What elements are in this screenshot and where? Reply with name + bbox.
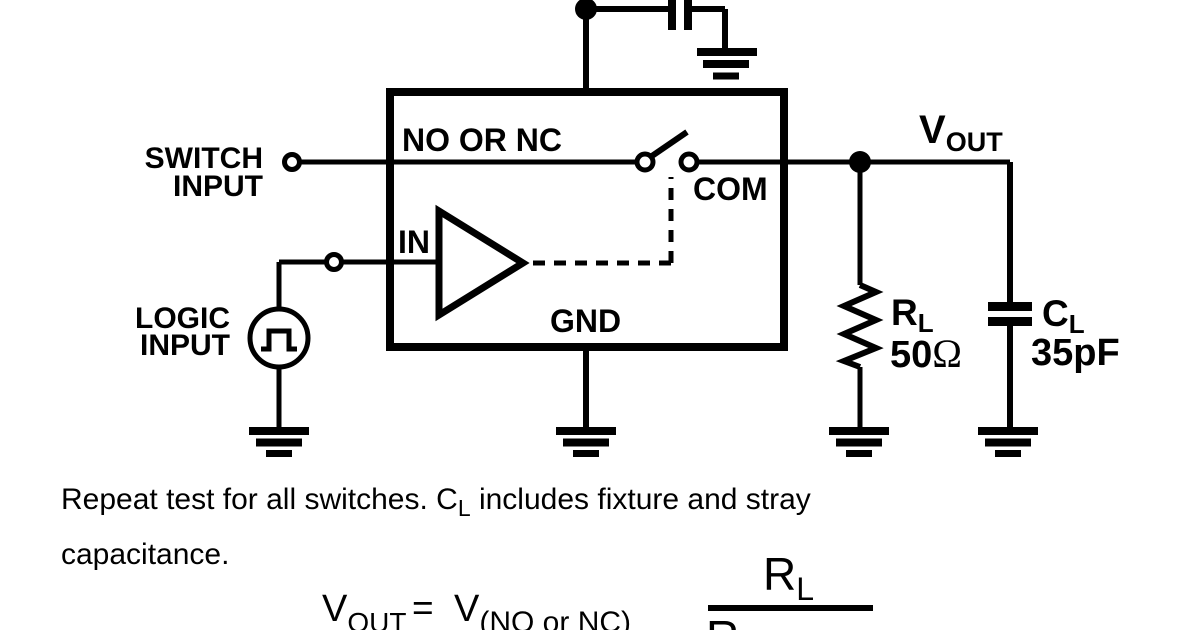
ground-icon [556,427,616,457]
formula-denominator-symbol: R [706,611,739,630]
spst-switch-icon [634,129,700,173]
cl-value: 35pF [1031,332,1120,374]
vout-subscript: OUT [945,127,1003,157]
formula-fraction-bar [708,605,873,611]
junction-dot [575,0,597,20]
pin-label-com: COM [693,171,768,207]
formula-denominator-rest: + r [757,618,816,630]
vout-junction-dot [849,151,871,173]
switch-input-label: SWITCH INPUT [120,142,263,203]
load-resistor-branch [829,170,889,457]
formula-lhs-subscript: OUT [347,607,407,630]
logic-input-branch [247,252,439,457]
rl-label: RL [891,292,934,336]
pin-label-no-or-nc: NO OR NC [402,122,562,158]
rl-symbol: R [891,292,918,333]
switch-input-branch [282,152,636,172]
logic-input-label: LOGIC INPUT [87,302,230,362]
resistor-icon [835,282,884,370]
switch-input-line2: INPUT [173,170,263,203]
terminal-circle [282,152,302,172]
ohm-symbol: Ω [932,331,963,376]
pin-label-in: IN [398,224,430,260]
gnd-pin-branch [556,347,616,457]
capacitor-icon [988,302,1032,326]
formula-equals: = [412,587,434,628]
output-branch [697,151,1010,173]
note-line1: Repeat test for all switches. CL include… [61,483,811,520]
rl-value-number: 50 [890,334,933,376]
formula-numerator-symbol: R [763,548,797,600]
note-line2: capacitance. [61,538,230,571]
formula-numerator: RL [763,548,814,605]
terminal-circle [324,252,344,272]
control-dashed-line [533,177,674,266]
ground-icon [978,427,1038,457]
rl-subscript: L [917,308,934,338]
formula-rhs-symbol: V [454,588,480,630]
formula-lhs-symbol: V [322,588,348,630]
formula-numerator-subscript: L [796,571,815,607]
note-line1-subscript: L [457,495,471,521]
formula-denominator: RL + r [706,614,816,630]
cl-subscript: L [1068,309,1085,339]
cl-label: CL [1042,293,1085,337]
pulse-source-icon [247,306,311,370]
bypass-capacitor-branch [575,0,757,92]
formula-rhs-subscript: (NO or NC) [479,606,632,630]
vout-label: VOUT [919,108,1003,156]
pin-label-gnd: GND [550,303,622,339]
logic-input-line2: INPUT [140,329,230,362]
cl-symbol: C [1042,293,1069,334]
logic-input-line1: LOGIC [135,302,230,335]
note-line1-part2: includes fixture and stray [470,483,811,516]
vout-symbol: V [919,108,946,152]
note-line1-part1: Repeat test for all switches. C [61,483,458,516]
formula-lhs: VOUT [322,588,407,630]
ground-icon [829,427,889,457]
capacitor-icon [668,0,692,30]
rl-value: 50Ω [890,331,963,376]
switch-input-line1: SWITCH [144,142,263,175]
ground-icon [249,427,309,457]
load-capacitor-branch [978,162,1038,457]
formula-rhs: V(NO or NC) [454,588,632,630]
ground-icon [697,48,757,80]
